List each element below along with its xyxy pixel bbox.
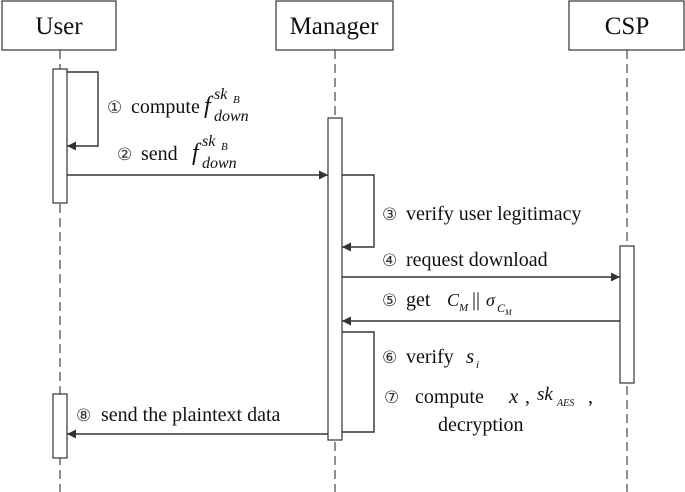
step6-label: ⑥ verify s i [382, 344, 479, 371]
step1-math-sup-sub: B [233, 94, 240, 106]
step3-number: ③ [382, 205, 397, 225]
step5-sigma-sub-base: C [497, 301, 506, 315]
step2-text: send [141, 143, 178, 165]
actor-manager-label: Manager [290, 13, 380, 40]
step7-text: compute [415, 386, 484, 408]
step8-label: ⑧ send the plaintext data [76, 404, 281, 426]
step2-label: ② send f sk B down [117, 133, 237, 172]
step5-concat: || [472, 289, 480, 311]
actor-csp-label: CSP [605, 13, 649, 40]
step7-comma2: , [588, 386, 593, 408]
step1-label: ① compute f sk B down [107, 86, 249, 125]
step3-arrow [342, 174, 375, 252]
step5-c-base: C [447, 290, 460, 310]
step7-comma1: , [525, 386, 530, 408]
manager-activation [327, 117, 343, 441]
user-activation-1 [52, 68, 68, 204]
step4-label: ④ request download [382, 249, 548, 271]
step3-text: verify user legitimacy [406, 203, 582, 225]
step6-text: verify [406, 346, 454, 368]
step2-math-sup-sub: B [221, 141, 228, 153]
step5-text: get [406, 289, 431, 311]
step6-s-base: s [466, 344, 474, 368]
step7-arrow [342, 331, 375, 433]
step4-number: ④ [382, 251, 397, 271]
step6-number: ⑥ [382, 348, 397, 368]
step5-label: ⑤ get C M || σ C M [382, 289, 513, 317]
step2-number: ② [117, 145, 132, 165]
step4-text: request download [406, 249, 548, 271]
step7-line2: decryption [438, 414, 524, 436]
step1-math-sup: sk [214, 86, 228, 103]
step1-arrow [67, 71, 99, 151]
step5-sigma-sub-sub: M [504, 308, 513, 317]
step1-number: ① [107, 98, 122, 118]
step7-number: ⑦ [384, 388, 399, 408]
step7-label: ⑦ compute x , sk AES , decryption [384, 384, 593, 436]
step1-text: compute [131, 96, 200, 118]
actor-manager: Manager [275, 0, 394, 51]
step2-math-base: f [192, 140, 202, 166]
actor-user: User [1, 0, 117, 51]
step5-sigma: σ [486, 290, 496, 310]
step8-number: ⑧ [76, 406, 91, 426]
actor-csp: CSP [568, 0, 685, 51]
step5-number: ⑤ [382, 291, 397, 311]
step7-sk-base: sk [537, 384, 553, 405]
user-activation-2 [52, 393, 68, 459]
step7-x: x [508, 384, 519, 408]
step5-c-sub: M [458, 302, 469, 314]
step2-math-sub: down [202, 155, 237, 172]
step1-math-sub: down [214, 108, 249, 125]
step3-label: ③ verify user legitimacy [382, 203, 582, 225]
step2-math-sup: sk [202, 133, 216, 150]
step7-sk-sub: AES [556, 398, 574, 409]
step6-s-sub: i [476, 359, 479, 371]
step1-math-base: f [204, 93, 214, 119]
step8-text: send the plaintext data [101, 404, 281, 426]
csp-activation [619, 245, 635, 384]
actor-user-label: User [35, 13, 83, 40]
